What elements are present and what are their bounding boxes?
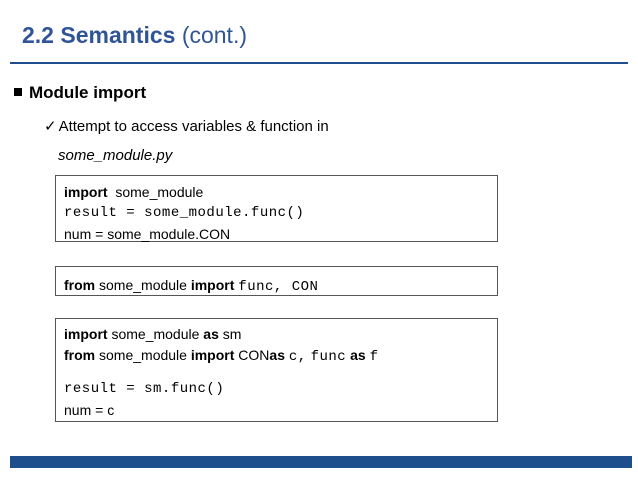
filename-label: some_module.py: [58, 147, 173, 164]
code-box-from-import: from some_module import func, CON: [55, 266, 498, 296]
code-text: c,: [288, 349, 307, 365]
keyword-as: as: [269, 347, 285, 363]
code-text: func: [310, 349, 347, 365]
code-line: from some_module import func, CON: [64, 275, 497, 296]
code-line: result = some_module.func(): [64, 205, 305, 221]
code-line: from some_module import CONas c, func as…: [64, 345, 497, 366]
code-text: some_module: [115, 184, 204, 200]
code-text: CON: [238, 347, 270, 363]
footer-bar: [10, 456, 632, 468]
sub-bullet-text: Attempt to access variables & function i…: [58, 118, 329, 135]
code-text: f: [369, 349, 379, 365]
slide-title: 2.2 Semantics (cont.): [22, 22, 247, 49]
code-blank-line: [64, 366, 497, 379]
code-text: some_module: [111, 326, 200, 342]
code-line: num = c: [64, 402, 115, 418]
slide-title-suffix: (cont.): [181, 22, 247, 48]
code-text: func, CON: [238, 279, 319, 295]
code-line: num = some_module.CON: [64, 226, 231, 242]
code-box-alias-import: import some_module as sm from some_modul…: [55, 318, 498, 422]
keyword-import: import: [190, 347, 235, 363]
code-box-import: import some_module result = some_module.…: [55, 175, 498, 242]
code-line: result = sm.func(): [64, 381, 225, 397]
keyword-as: as: [350, 347, 366, 363]
code-line: import some_module as sm: [64, 324, 497, 345]
keyword-import: import: [64, 184, 108, 200]
code-text: sm: [222, 326, 242, 342]
checkmark-icon: ✓: [44, 118, 57, 135]
title-divider: [10, 62, 628, 64]
keyword-from: from: [64, 347, 96, 363]
square-bullet-icon: [14, 88, 22, 96]
code-line: import some_module: [64, 182, 497, 203]
keyword-from: from: [64, 277, 96, 293]
bullet-module-import: Module import: [14, 83, 146, 103]
keyword-as: as: [203, 326, 219, 342]
slide-title-main: 2.2 Semantics: [22, 22, 176, 48]
keyword-import: import: [64, 326, 108, 342]
code-text: some_module: [99, 277, 187, 293]
bullet-label: Module import: [29, 83, 147, 102]
keyword-import: import: [190, 277, 235, 293]
sub-bullet: ✓Attempt to access variables & function …: [44, 117, 329, 135]
code-text: some_module: [99, 347, 187, 363]
